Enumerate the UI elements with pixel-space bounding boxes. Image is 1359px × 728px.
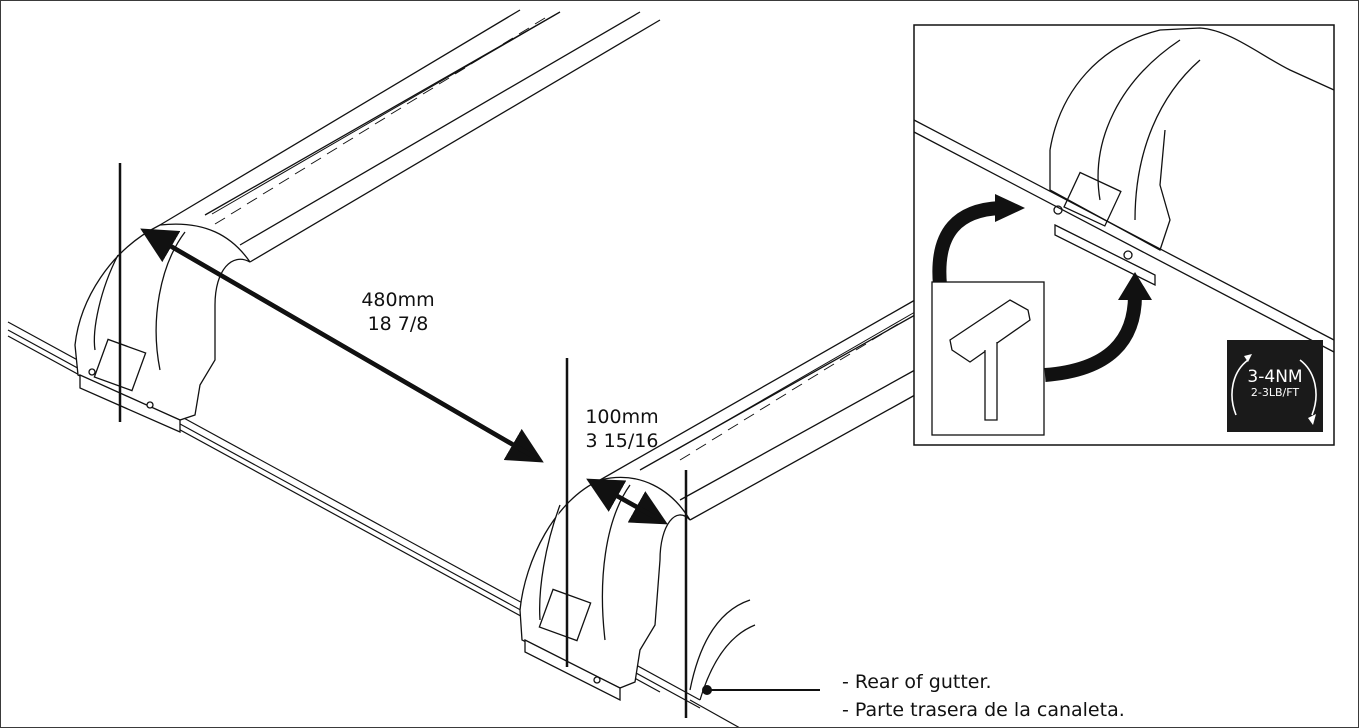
rear-crossbar [159, 9, 661, 263]
rear-foot [74, 223, 251, 433]
long-dimension-label: 480mm 18 7/8 [348, 288, 448, 336]
long-dimension-metric: 480mm [361, 289, 435, 311]
torque-value: 3-4NM [1247, 367, 1303, 387]
note-english: - Rear of gutter. [842, 671, 992, 693]
note-leader [702, 685, 820, 695]
rear-bar-slots [211, 14, 556, 225]
front-crossbar [599, 299, 916, 521]
short-dimension-imperial: 3 15/16 [585, 430, 659, 452]
rotation-arrows-icon [1231, 359, 1317, 416]
hex-key-icon [931, 281, 1045, 436]
torque-imperial: 2-3LB/FT [1250, 386, 1300, 399]
note-spanish: - Parte trasera de la canaleta. [842, 699, 1125, 721]
front-bar-slots [675, 311, 916, 461]
short-dimension-label: 100mm 3 15/16 [572, 405, 672, 453]
torque-badge [1227, 340, 1323, 432]
long-dimension-imperial: 18 7/8 [367, 313, 429, 335]
front-foot [519, 476, 691, 702]
short-dimension-metric: 100mm [585, 406, 659, 428]
reference-lines [118, 163, 688, 718]
gutter-end-cap [689, 599, 756, 701]
dimension-arrows [140, 228, 668, 525]
torque-text: 3-4NM 2-3LB/FT [1231, 368, 1319, 400]
